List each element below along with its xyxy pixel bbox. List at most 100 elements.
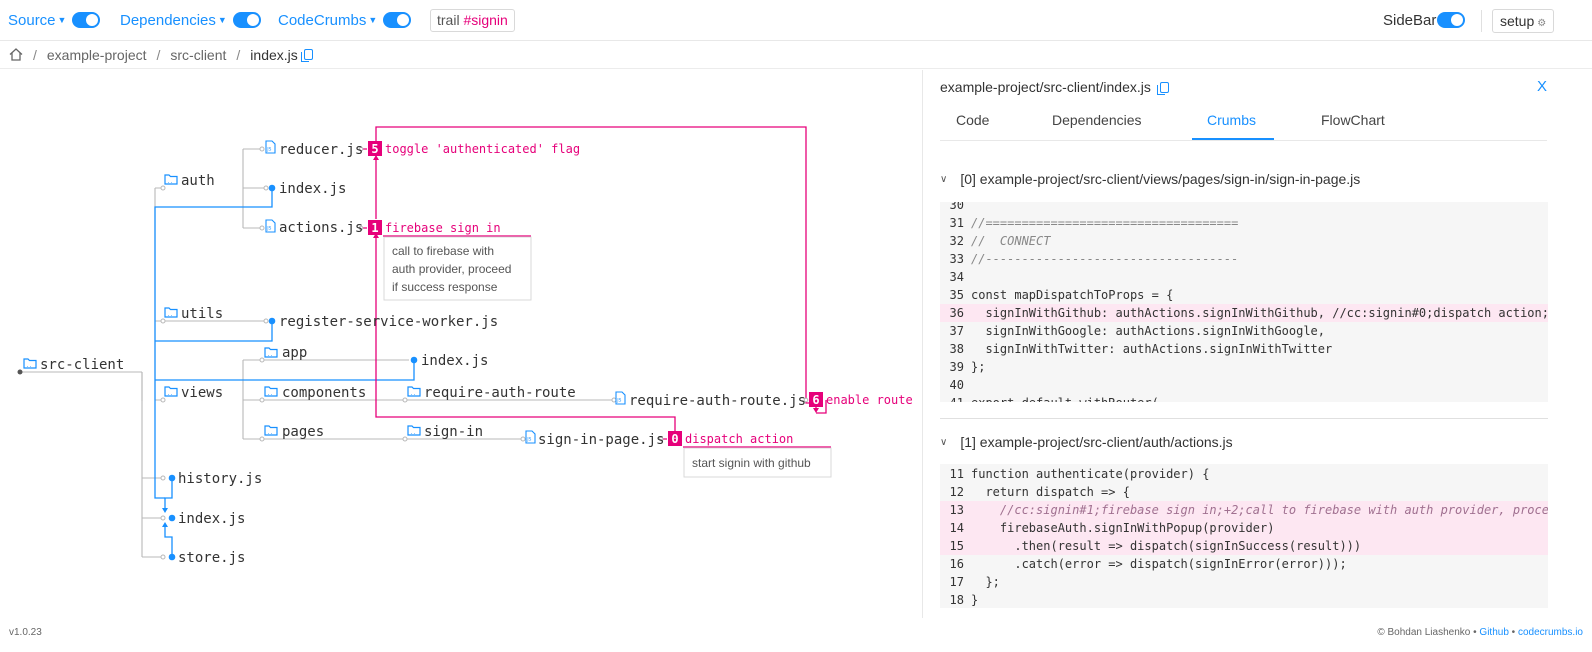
folder-icon: [164, 307, 178, 319]
line-number: 36: [949, 306, 964, 320]
tree-node-file[interactable]: index.js: [279, 181, 346, 197]
code-line: 34: [940, 268, 1548, 286]
code-line: 33//-----------------------------------: [940, 250, 1548, 268]
breadcrumb-item[interactable]: example-project: [46, 46, 147, 63]
crumb-label[interactable]: dispatch action: [685, 432, 793, 446]
code-line: 31 //===================================: [940, 214, 1548, 232]
tree-node-folder[interactable]: views: [181, 385, 223, 401]
source-toggle-group[interactable]: Source ▼: [8, 8, 101, 32]
crumb-section-title: [1] example-project/src-client/auth/acti…: [960, 434, 1233, 450]
tree-node-folder[interactable]: utils: [181, 306, 223, 322]
tab-crumbs[interactable]: Crumbs: [1207, 112, 1257, 128]
chevron-down-icon[interactable]: ▼: [57, 15, 67, 25]
chevron-down-icon[interactable]: ∨: [940, 173, 948, 185]
code-line: 41export default withRouter(: [940, 394, 1548, 402]
trail-selector[interactable]: trail #signin: [430, 9, 515, 32]
crumb-label[interactable]: enable route: [826, 393, 913, 407]
crumb-section-header[interactable]: ∨ [0] example-project/src-client/views/p…: [940, 171, 1360, 187]
crumb-label[interactable]: toggle 'authenticated' flag: [385, 142, 580, 156]
code-text: //===================================: [971, 216, 1239, 230]
line-number: 11: [949, 467, 964, 481]
crumb-label[interactable]: firebase sign in: [385, 221, 501, 235]
tree-node-root[interactable]: src-client: [40, 357, 124, 373]
code-line: 12 return dispatch => {: [940, 483, 1548, 501]
tree-node-file[interactable]: index.js: [178, 511, 245, 527]
codecrumbs-toggle-group[interactable]: CodeCrumbs ▼: [278, 8, 412, 32]
crumb-note-line: call to firebase with: [392, 244, 494, 258]
dependencies-toggle-group[interactable]: Dependencies ▼: [120, 8, 261, 32]
code-text: .then(result => dispatch(signInSuccess(r…: [971, 539, 1362, 553]
home-icon[interactable]: [9, 48, 23, 61]
tree-node-file[interactable]: sign-in-page.js: [538, 432, 664, 448]
source-switch[interactable]: [72, 12, 101, 28]
folder-icon: [407, 425, 421, 437]
code-text: .catch(error => dispatch(signInError(err…: [971, 557, 1347, 571]
line-number: 31: [949, 216, 964, 230]
tab-flowchart[interactable]: FlowChart: [1321, 112, 1385, 128]
tree-node-folder[interactable]: components: [282, 385, 366, 401]
line-number: 39: [949, 360, 964, 374]
panel-tabs: Code Dependencies Crumbs FlowChart: [940, 108, 1547, 141]
tree-node-folder[interactable]: sign-in: [424, 424, 483, 440]
crumb-badge-numbers: 5 1 6 0: [371, 142, 819, 446]
crumb-section-header[interactable]: ∨ [1] example-project/src-client/auth/ac…: [940, 434, 1233, 450]
copy-icon[interactable]: [300, 49, 313, 62]
chevron-down-icon[interactable]: ∨: [940, 436, 948, 448]
bullet: •: [1473, 627, 1477, 638]
sidebar-panel: example-project/src-client/index.js X Co…: [922, 70, 1592, 618]
folder-icon: [264, 425, 278, 437]
crumb-trail: [361, 126, 831, 448]
tree-node-folder[interactable]: auth: [181, 173, 215, 189]
tree-node-file[interactable]: index.js: [421, 353, 488, 369]
breadcrumb-item[interactable]: src-client: [170, 46, 227, 63]
code-text: }: [971, 593, 979, 607]
tree-node-file[interactable]: reducer.js: [279, 142, 363, 158]
chevron-down-icon[interactable]: ▼: [368, 15, 378, 25]
tab-code[interactable]: Code: [956, 112, 990, 128]
breadcrumb-separator: /: [33, 46, 37, 63]
setup-button[interactable]: setup⚙: [1492, 9, 1555, 33]
folder-icon: [164, 174, 178, 186]
trail-tag: #signin: [463, 12, 508, 28]
code-text: export default withRouter(: [971, 394, 1159, 402]
footer-credits: © Bohdan Liashenko • Github • codecrumbs…: [1377, 627, 1583, 638]
code-text: };: [971, 360, 986, 374]
tree-node-file[interactable]: require-auth-route.js: [629, 393, 806, 409]
tree-node-folder[interactable]: app: [282, 345, 307, 361]
js-file-icon: [525, 430, 536, 444]
code-line: 30: [940, 202, 1548, 214]
close-button[interactable]: X: [1537, 78, 1548, 95]
crumb-note-line: auth provider, proceed: [392, 262, 511, 276]
crumb-note-line: if success response: [392, 280, 498, 294]
code-line: 15 .then(result => dispatch(signInSucces…: [940, 537, 1548, 555]
folder-icon: [164, 386, 178, 398]
crumb-badge-num: 5: [371, 142, 378, 156]
panel-title: example-project/src-client/index.js: [940, 79, 1169, 95]
tree-node-folder[interactable]: require-auth-route: [424, 385, 576, 401]
codecrumbs-menu[interactable]: CodeCrumbs: [278, 11, 367, 29]
tab-dependencies[interactable]: Dependencies: [1052, 112, 1142, 128]
crumb-note-line: start signin with github: [692, 456, 811, 470]
copy-icon[interactable]: [1156, 81, 1169, 95]
tree-node-file[interactable]: store.js: [178, 550, 245, 566]
site-link[interactable]: codecrumbs.io: [1517, 627, 1583, 638]
dependencies-menu[interactable]: Dependencies: [120, 11, 216, 29]
code-line: 32// CONNECT: [940, 232, 1548, 250]
tree-node-file[interactable]: history.js: [178, 471, 262, 487]
dependencies-switch[interactable]: [232, 12, 261, 28]
line-number: 13: [949, 503, 964, 517]
tree-node-file[interactable]: register-service-worker.js: [279, 314, 498, 330]
sidebar-switch[interactable]: [1437, 12, 1465, 28]
code-text: signInWithGoogle: authActions.signInWith…: [971, 324, 1326, 338]
chevron-down-icon[interactable]: ▼: [217, 15, 227, 25]
codecrumbs-switch[interactable]: [383, 12, 412, 28]
crumb-badge-num: 0: [671, 432, 678, 446]
source-menu[interactable]: Source: [8, 11, 56, 29]
active-tab-indicator: [1192, 138, 1274, 140]
js-file-icon: [615, 391, 626, 405]
tree-node-folder[interactable]: pages: [282, 424, 324, 440]
line-number: 32: [949, 234, 964, 248]
code-text: signInWithGithub: authActions.signInWith…: [971, 306, 1548, 320]
github-link[interactable]: Github: [1479, 627, 1509, 638]
tree-node-file[interactable]: actions.js: [279, 220, 363, 236]
